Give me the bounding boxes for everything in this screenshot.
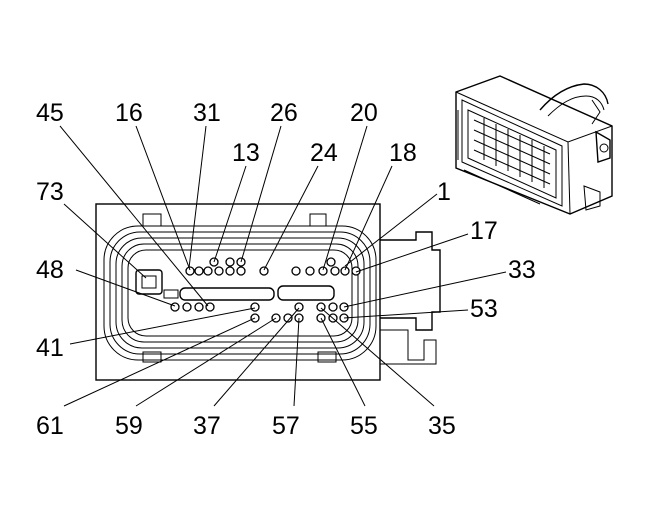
pin-label-13: 13: [232, 139, 260, 167]
pin-label-31: 31: [193, 99, 221, 127]
leader-lines: [59, 125, 507, 407]
pin-label-16: 16: [115, 99, 143, 127]
pin-label-55: 55: [350, 412, 378, 440]
connector-face: [95, 203, 441, 381]
pin-label-41: 41: [36, 334, 64, 362]
pin-label-24: 24: [310, 139, 338, 167]
pin-label-1: 1: [437, 178, 451, 206]
pin-labels: 45 16 31 26 20 13 24 18 73 1 17 48 33 53…: [36, 99, 536, 440]
pin-label-61: 61: [36, 412, 64, 440]
pin-label-35: 35: [428, 412, 456, 440]
pin-row-bottom: [250, 313, 349, 323]
pin-label-53: 53: [470, 295, 498, 323]
pin-label-59: 59: [115, 412, 143, 440]
pin-label-37: 37: [193, 412, 221, 440]
pin-label-20: 20: [350, 99, 378, 127]
pin-label-57: 57: [272, 412, 300, 440]
pin-label-73: 73: [36, 178, 64, 206]
pin-label-48: 48: [36, 256, 64, 284]
pin-label-18: 18: [389, 139, 417, 167]
pin-label-26: 26: [270, 99, 298, 127]
pin-label-17: 17: [470, 217, 498, 245]
pin-row-middle: [170, 302, 349, 312]
connector-3d-view-icon: [455, 75, 613, 215]
pin-label-45: 45: [36, 99, 64, 127]
pin-row-top: [185, 257, 361, 276]
pin-label-33: 33: [508, 256, 536, 284]
